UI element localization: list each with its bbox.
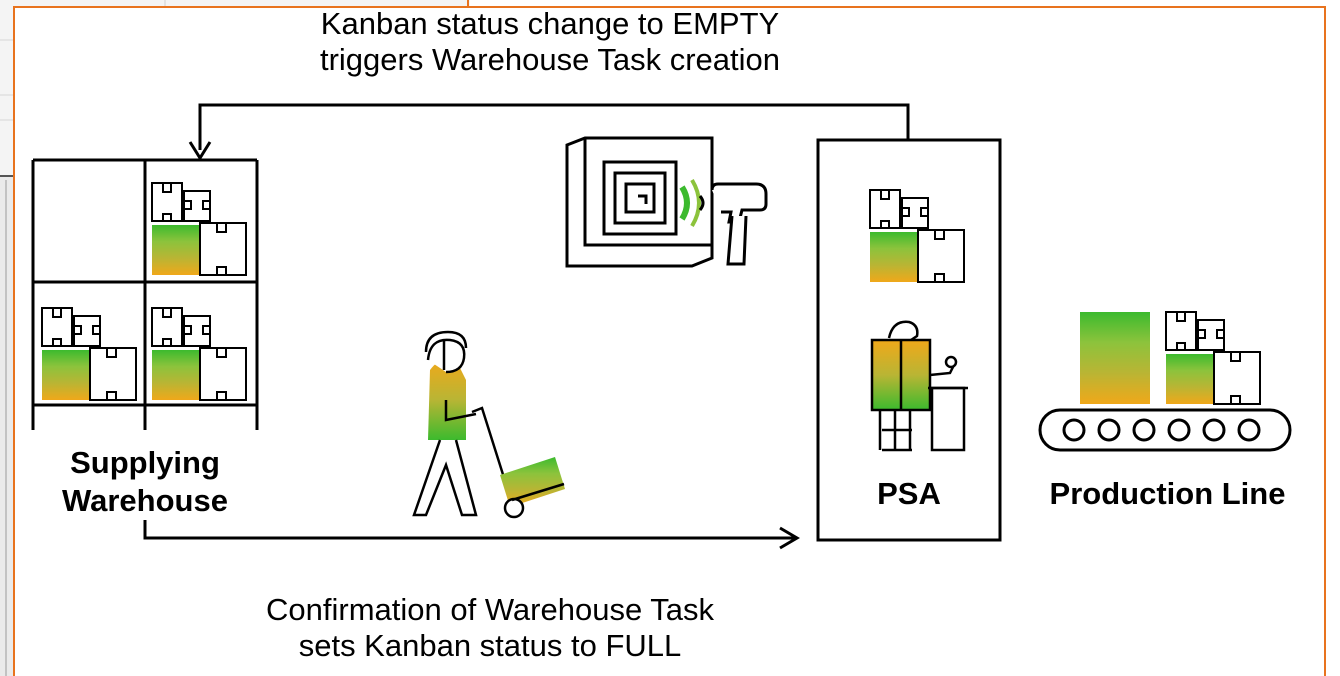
warehouse-label: Supplying Warehouse (35, 444, 255, 520)
bottom-caption-line-2: sets Kanban status to FULL (298, 628, 682, 663)
psa-worker-icon (870, 320, 968, 452)
shelf-box-stack-top (151, 182, 247, 276)
top-caption-line-1: Kanban status change to EMPTY (320, 6, 780, 41)
shelf-box-stack-bottom-left (41, 307, 137, 401)
shelf-box-stack-bottom-right (151, 307, 247, 401)
psa-label: PSA (877, 476, 941, 511)
warehouse-label-line-1: Supplying (70, 445, 220, 480)
rfid-scanner-icon (565, 136, 768, 268)
top-caption-line-2: triggers Warehouse Task creation (319, 42, 781, 77)
top-caption: Kanban status change to EMPTY triggers W… (200, 6, 900, 78)
bottom-caption: Confirmation of Warehouse Task sets Kanb… (140, 592, 840, 664)
psa-area (816, 138, 1002, 542)
warehouse-shelf-icon (31, 158, 259, 430)
bottom-caption-line-1: Confirmation of Warehouse Task (266, 592, 714, 627)
production-line-label: Production Line (1049, 476, 1286, 511)
empty-trigger-arrow (198, 103, 910, 150)
production-line-icon (1038, 311, 1292, 452)
full-confirmation-arrow (143, 520, 795, 540)
worker-with-cart-icon (412, 330, 565, 519)
psa-box-stack (869, 189, 965, 283)
warehouse-label-line-2: Warehouse (62, 483, 228, 518)
